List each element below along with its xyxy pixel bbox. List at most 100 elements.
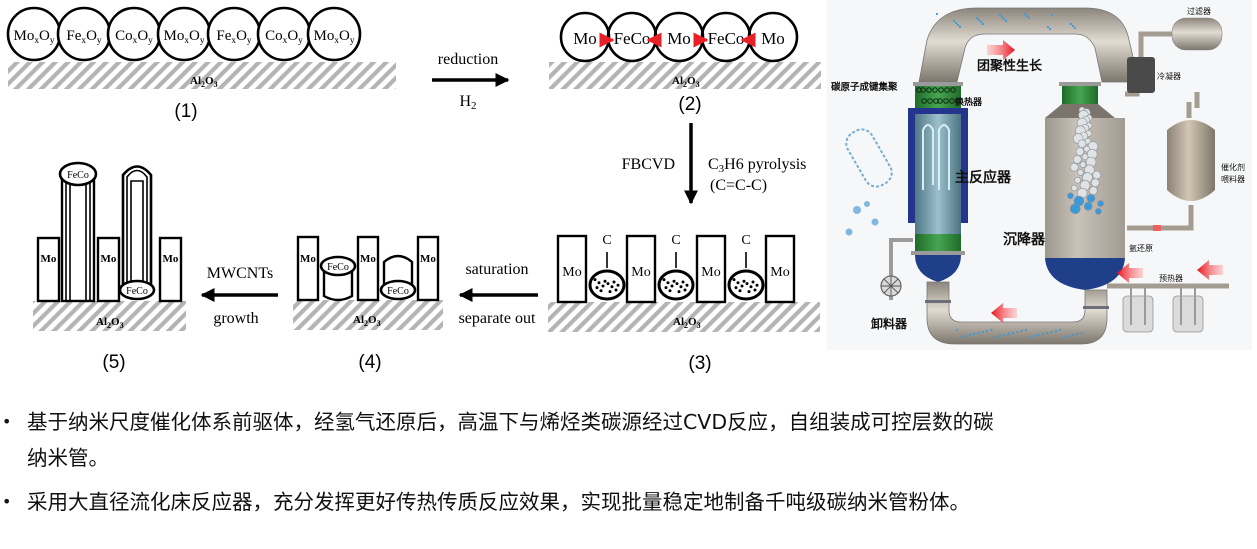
arrow-top-label: saturation: [465, 261, 528, 278]
stage-label: (5): [102, 352, 125, 373]
particle-dot: [1016, 330, 1019, 334]
particle-dot: [1023, 12, 1027, 16]
mo-block: Mo: [158, 236, 183, 303]
bottom-return-pipe: [925, 12, 1109, 345]
label-condenser: 冷凝器: [1157, 71, 1181, 81]
label-catalyst-feeder-2: 喂料器: [1221, 174, 1245, 184]
label-argon-reduction: 氩还原: [1129, 243, 1153, 253]
particle-dot: [1083, 201, 1093, 211]
catalyst-label: FeCo: [327, 262, 349, 273]
block-label: Mo: [41, 253, 57, 265]
particle-dot: [975, 16, 979, 20]
label-settler: 沉降器: [1003, 231, 1046, 248]
particle-label: CoxOy: [265, 28, 303, 46]
bullet-text-continued: 纳米管。: [27, 446, 109, 470]
catalyst-particle: C: [727, 233, 765, 301]
block-label: Mo: [770, 265, 789, 280]
block-label: Mo: [562, 265, 581, 280]
particle-dot: [960, 335, 963, 339]
particle-dot: [952, 19, 956, 23]
particle-label: MoxOy: [164, 28, 205, 46]
oxide-particle: CoxOy: [106, 6, 162, 62]
label-preheater: 预热器: [1159, 273, 1183, 283]
catalyst-feeder: [1127, 92, 1215, 231]
particle-dot: [937, 98, 943, 104]
particle-dot: [933, 98, 939, 104]
particle-dot: [1000, 15, 1004, 19]
particle-dot: [981, 22, 985, 26]
particle-label: Mo: [573, 29, 597, 48]
carbon-label: C: [602, 233, 611, 248]
substrate: [548, 302, 820, 332]
carbon-label: C: [671, 233, 680, 248]
substrate-label: Al2O3: [96, 316, 124, 330]
catalyst-label: FeCo: [67, 170, 89, 181]
bullet-item: • 采用大直径流化床反应器，充分发挥更好传热传质反应效果，实现批量稳定地制备千吨…: [0, 484, 1257, 520]
particle-dot: [1046, 331, 1049, 335]
particle-dot: [944, 87, 950, 93]
particle-dot: [1069, 22, 1073, 26]
fluidized-bed-reactor-diagram: 过滤器 团聚性生长 碳原子成键集聚 冷凝器 换热器 主反应器 催化剂 喂料器 沉…: [827, 0, 1252, 350]
block-label: Mo: [360, 253, 376, 265]
particle-label: FeCo: [708, 29, 745, 48]
particle-dot: [1072, 155, 1082, 164]
substrate-label: Al2O3: [673, 316, 701, 330]
particle-label: MoxOy: [314, 28, 355, 46]
particle-label: Mo: [761, 29, 785, 48]
particle-dot: [968, 333, 971, 337]
particle-dot: [964, 334, 967, 338]
particle-dot: [956, 23, 960, 27]
description-bullets: • 基于纳米尺度催化体系前驱体，经氢气还原后，高温下与烯烃类碳源经过CVD反应，…: [0, 404, 1257, 520]
arrow-fbcvd: FBCVD C3H6 pyrolysis (C=C-C): [622, 123, 806, 205]
particle-dot: [950, 87, 956, 93]
block-label: Mo: [420, 253, 436, 265]
mo-block: Mo: [356, 235, 380, 302]
particle-dot: [926, 87, 932, 93]
arrow-right-label: C3H6 pyrolysis: [708, 156, 806, 175]
particle-dot: [927, 98, 933, 104]
particle-label: Mo: [667, 29, 691, 48]
particle-dot: [1027, 16, 1031, 20]
particle-dot: [1046, 25, 1050, 29]
flow-arrow-left: [1197, 260, 1223, 280]
substrate: [549, 62, 821, 89]
mo-block: Mo: [36, 236, 61, 303]
particle-dot: [1073, 26, 1077, 30]
particle-dot: [998, 334, 1002, 338]
preheaters: [1107, 283, 1229, 333]
particle-dot: [979, 20, 983, 24]
particle-dot: [1004, 19, 1008, 23]
particle-dot: [1086, 194, 1096, 203]
particle-dot: [1020, 329, 1023, 333]
particle-label: MoxOy: [14, 28, 55, 46]
particle-label: FexOy: [216, 28, 252, 46]
particle-dot: [1063, 335, 1066, 339]
particle-dot: [981, 330, 984, 334]
label-heat-exchanger: 换热器: [955, 96, 983, 108]
particle-dot: [1074, 176, 1081, 184]
particle-dot: [954, 21, 958, 25]
particle-dot: [986, 329, 989, 333]
particle-dot: [1033, 334, 1036, 338]
bullet-item: • 基于纳米尺度催化体系前驱体，经氢气还原后，高温下与烯烃类碳源经过CVD反应，…: [0, 404, 1257, 476]
arrow-reduction: reduction H2: [432, 51, 510, 112]
particle-dot: [1070, 162, 1079, 172]
arrow-left-label: FBCVD: [622, 156, 675, 173]
mwcnt-base-growth: FeCo: [118, 165, 156, 301]
oxide-particle: MoxOy: [156, 6, 212, 62]
substrate-label: Al2O3: [353, 314, 381, 328]
particle-dot: [1048, 27, 1052, 31]
flow-arrows: [987, 40, 1223, 323]
particle-dot: [935, 12, 939, 16]
label-catalyst-feeder: 催化剂: [1221, 162, 1245, 172]
tube-base-growth: FeCo: [379, 254, 417, 301]
particle-dot: [1095, 208, 1102, 215]
particle-dot: [955, 98, 961, 104]
catalyst-particle: C: [657, 233, 695, 301]
mo-block: Mo: [764, 234, 796, 304]
arrow-bottom-label: separate out: [459, 310, 536, 327]
